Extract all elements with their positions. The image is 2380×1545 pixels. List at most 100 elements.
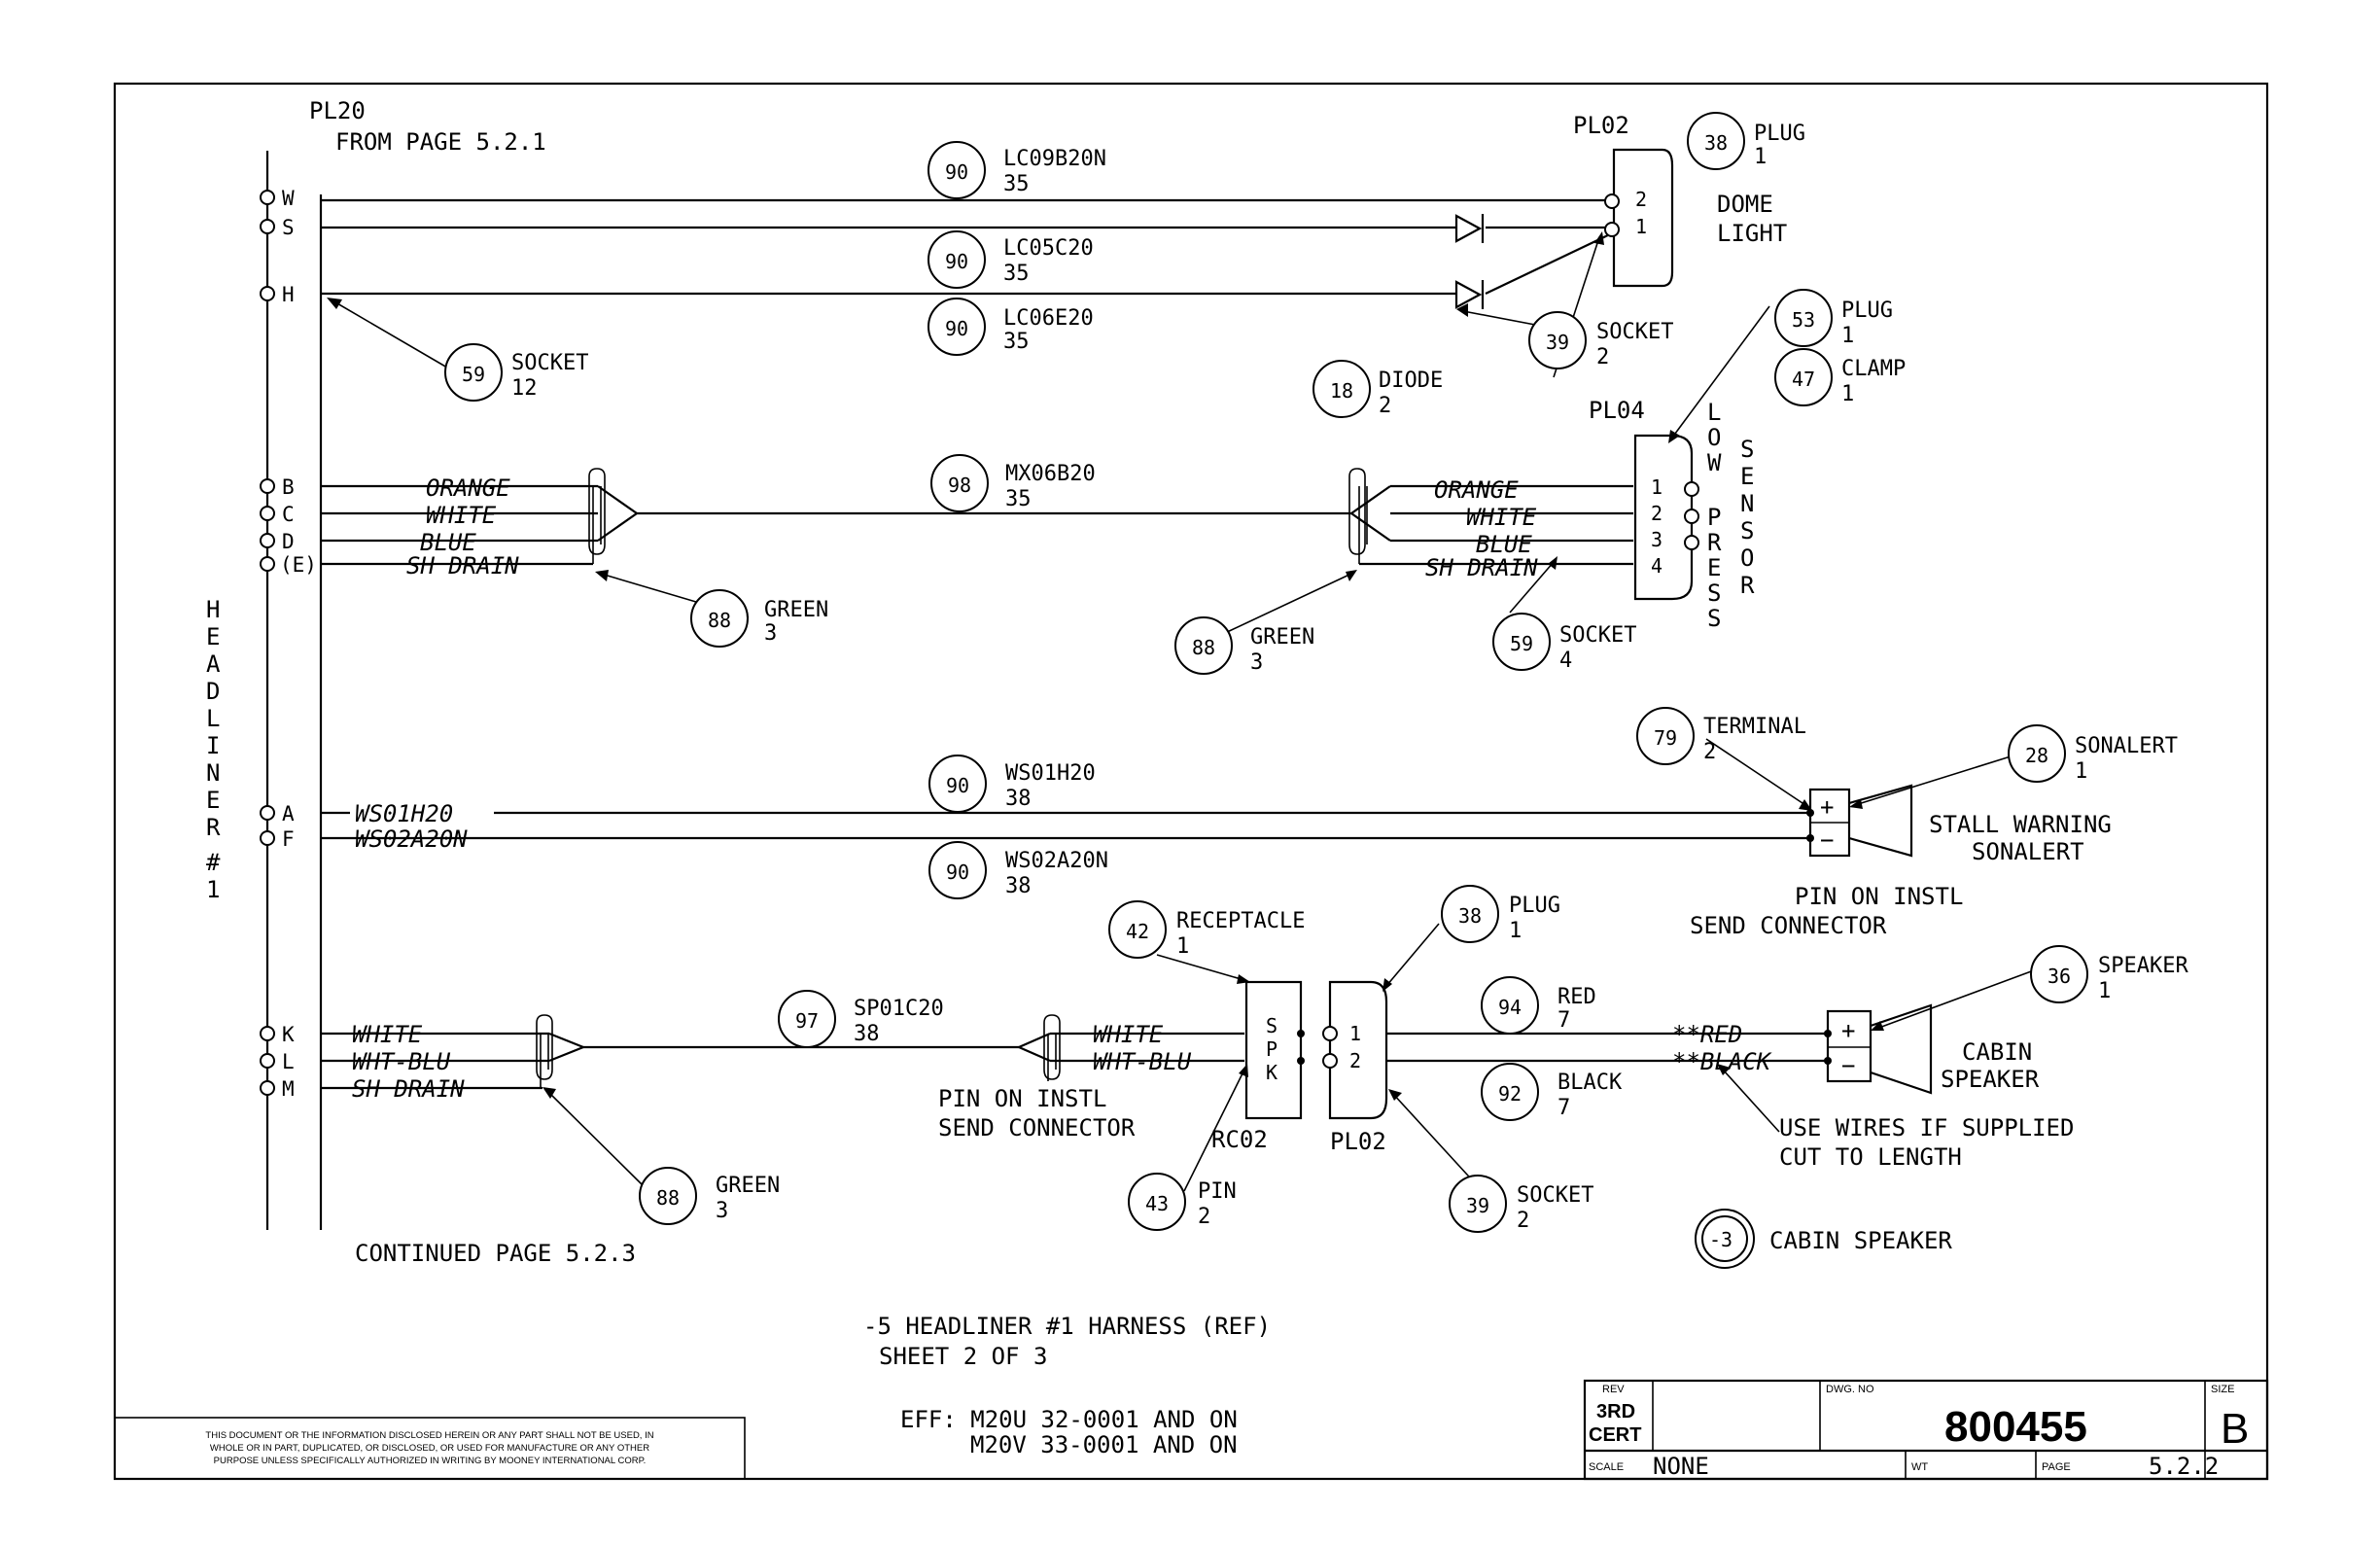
svg-text:O: O [1740, 544, 1754, 572]
svg-text:PAGE: PAGE [2042, 1461, 2071, 1473]
svg-text:88: 88 [708, 609, 731, 632]
svg-text:35: 35 [1005, 487, 1032, 511]
svg-text:7: 7 [1558, 1008, 1570, 1033]
speaker-terminal [1826, 1009, 1872, 1083]
svg-text:SPEAKER: SPEAKER [2098, 954, 2188, 978]
svg-text:P: P [1707, 504, 1721, 531]
svg-text:2: 2 [1703, 740, 1716, 764]
wire-ws01-label: WS01H20 [355, 800, 453, 827]
svg-text:S: S [1740, 436, 1754, 463]
svg-text:S: S [1707, 579, 1721, 607]
pl02-dome-connector [1612, 148, 1674, 288]
svg-text:LC09B20N: LC09B20N [1003, 147, 1106, 171]
svg-text:79: 79 [1654, 726, 1677, 750]
svg-text:#: # [206, 849, 221, 876]
svg-text:SP01C20: SP01C20 [854, 997, 944, 1021]
svg-text:94: 94 [1498, 996, 1522, 1019]
svg-text:2: 2 [1379, 394, 1391, 418]
svg-text:REV: REV [1602, 1384, 1625, 1395]
svg-text:K: K [282, 1023, 295, 1046]
pin-a [260, 805, 275, 821]
drawing-border [113, 82, 2269, 1481]
use-wires-note: USE WIRES IF SUPPLIED [1779, 1114, 2074, 1141]
svg-text:SONALERT: SONALERT [1972, 838, 2084, 865]
svg-text:4: 4 [1651, 554, 1662, 578]
svg-text:C: C [282, 503, 295, 526]
svg-text:CUT TO LENGTH: CUT TO LENGTH [1779, 1143, 1962, 1171]
svg-text:WHITE: WHITE [1466, 504, 1537, 531]
speaker-shield-splice-left [436, 1014, 1019, 1088]
svg-text:42: 42 [1126, 920, 1149, 943]
pin-l [260, 1053, 275, 1069]
svg-text:38: 38 [1458, 904, 1482, 928]
svg-text:L: L [282, 1050, 295, 1073]
svg-text:WS01H20: WS01H20 [1005, 761, 1096, 786]
svg-text:1: 1 [2098, 979, 2111, 1003]
speaker-shield-splice-right [1018, 1014, 1244, 1081]
svg-text:SEND CONNECTOR: SEND CONNECTOR [1690, 912, 1887, 939]
svg-text:2: 2 [1349, 1049, 1361, 1072]
svg-text:H: H [206, 596, 220, 623]
wire-ws02-label: WS02A20N [355, 825, 468, 853]
svg-text:R: R [1740, 572, 1755, 599]
proprietary-notice-box [114, 1417, 746, 1480]
bus-pins: W S H B C D (E) A F K L M [260, 187, 317, 1101]
low-press-sensor-label: L O W P R E S S S E N S O R [1707, 399, 1755, 632]
svg-text:O: O [1707, 424, 1721, 451]
svg-text:E: E [206, 623, 220, 650]
svg-text:B: B [282, 475, 295, 499]
svg-text:38: 38 [1005, 787, 1032, 811]
svg-text:SOCKET: SOCKET [1559, 623, 1636, 648]
svg-text:S: S [1707, 605, 1721, 632]
svg-text:LC06E20: LC06E20 [1003, 306, 1094, 331]
diode-1 [1454, 214, 1485, 243]
svg-text:3: 3 [1250, 650, 1263, 675]
pin-h [260, 286, 275, 301]
svg-text:SPEAKER: SPEAKER [1941, 1066, 2040, 1093]
svg-text:L: L [206, 705, 220, 732]
svg-text:SH DRAIN: SH DRAIN [406, 552, 519, 579]
svg-text:E: E [1707, 554, 1721, 581]
svg-text:53: 53 [1792, 308, 1815, 332]
from-page-label: FROM PAGE 5.2.1 [335, 128, 546, 156]
svg-text:2: 2 [1517, 1209, 1529, 1233]
svg-text:GREEN: GREEN [764, 598, 828, 622]
svg-text:SOCKET: SOCKET [1596, 320, 1673, 344]
svg-text:ORANGE: ORANGE [1434, 476, 1519, 504]
svg-text:WHITE: WHITE [352, 1021, 423, 1048]
svg-text:12: 12 [511, 376, 538, 401]
svg-text:1: 1 [2075, 759, 2087, 784]
svg-text:SCALE: SCALE [1589, 1461, 1624, 1473]
svg-text:GREEN: GREEN [716, 1174, 780, 1198]
svg-text:+: + [1820, 793, 1834, 821]
svg-text:PLUG: PLUG [1754, 122, 1805, 146]
svg-text:1: 1 [1635, 215, 1647, 238]
effectivity-line1: EFF: M20U 32-0001 AND ON [900, 1406, 1238, 1433]
svg-text:DWG. NO: DWG. NO [1826, 1384, 1874, 1395]
leader-lines [327, 231, 2035, 1192]
svg-text:1: 1 [206, 876, 220, 903]
svg-text:F: F [282, 827, 295, 851]
svg-text:47: 47 [1792, 368, 1815, 391]
svg-text:PIN ON INSTL: PIN ON INSTL [1795, 883, 1963, 910]
svg-text:2: 2 [1651, 502, 1662, 525]
svg-text:BLACK: BLACK [1558, 1071, 1623, 1095]
svg-text:D: D [282, 530, 295, 553]
continued-page-label: CONTINUED PAGE 5.2.3 [355, 1240, 636, 1267]
svg-text:98: 98 [948, 474, 971, 497]
svg-text:(E): (E) [280, 553, 317, 577]
svg-text:3RD: 3RD [1596, 1401, 1635, 1422]
svg-text:SIZE: SIZE [2211, 1384, 2234, 1395]
shield-splice-right [1348, 468, 1633, 566]
svg-text:3: 3 [764, 621, 777, 646]
